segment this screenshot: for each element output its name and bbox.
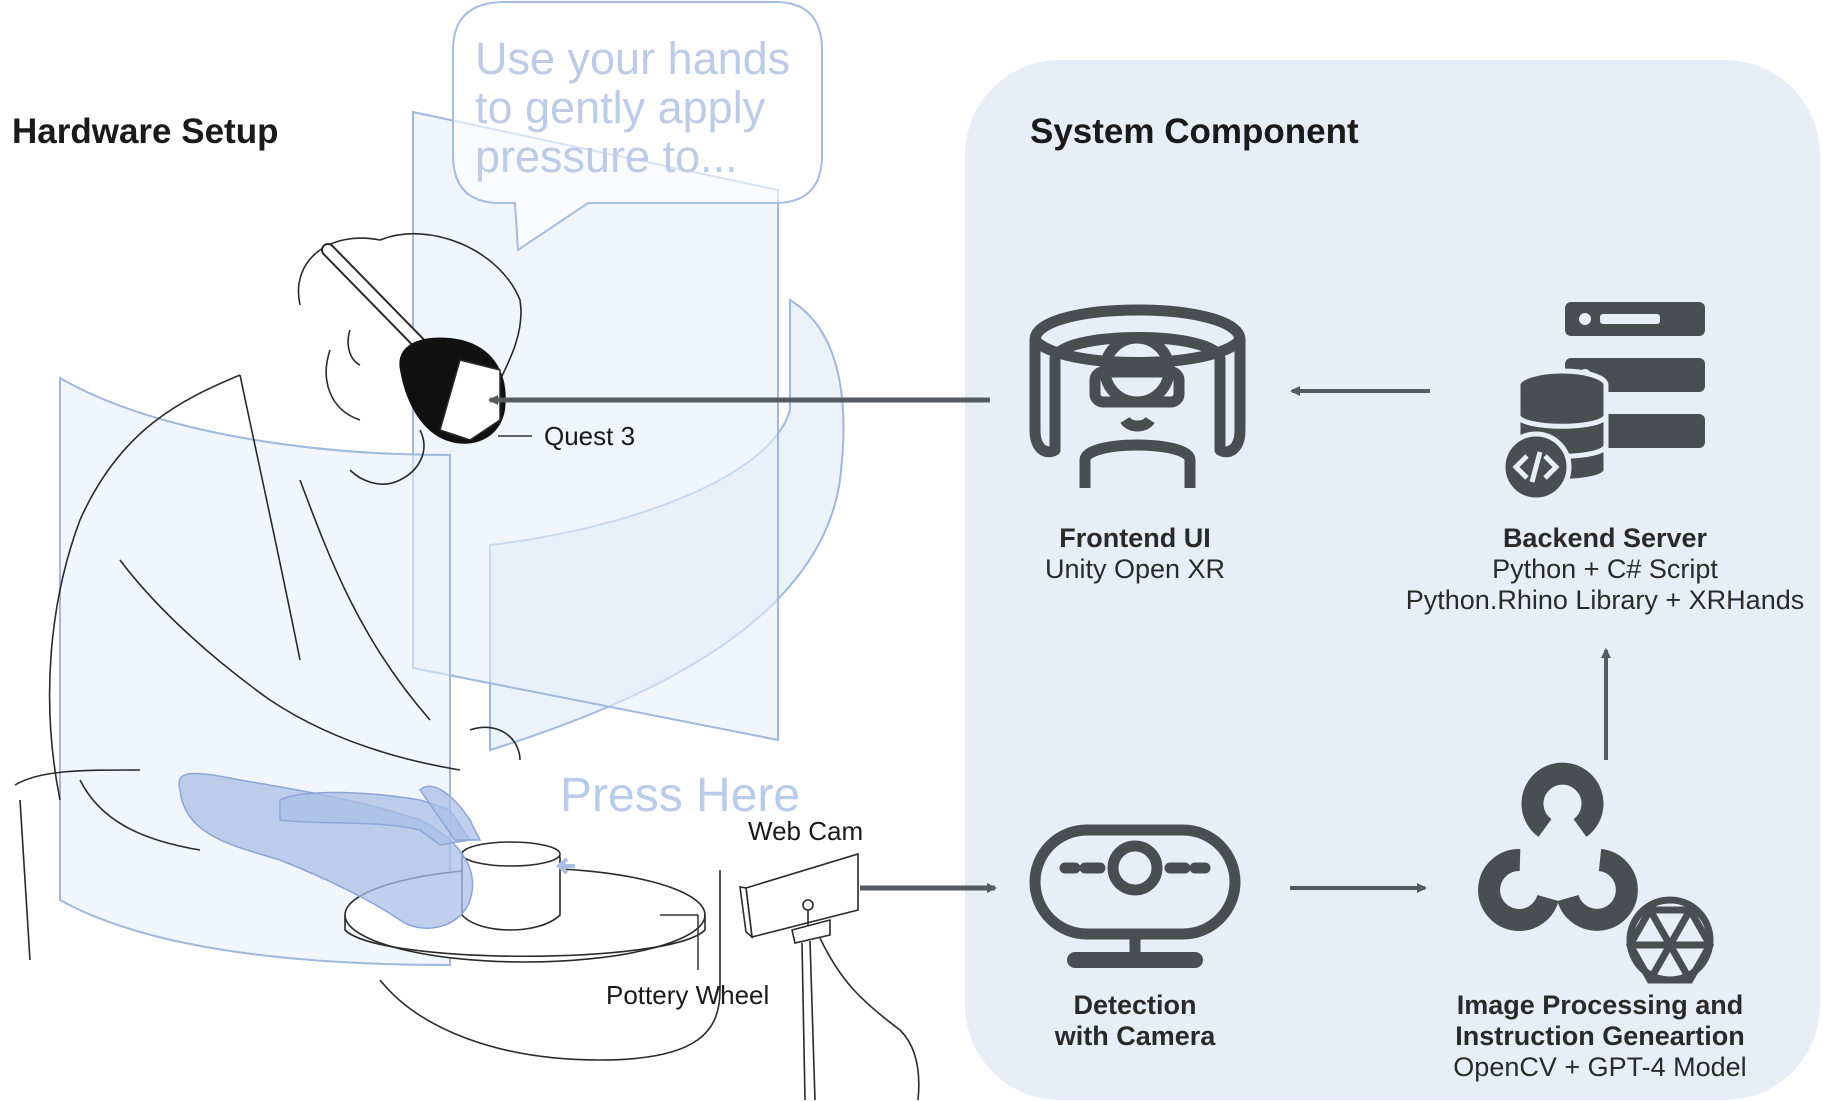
frontend-ui-subtitle: Unity Open XR [1044,554,1226,584]
backend-server-title: Backend Server [1502,523,1708,553]
press-here-arrow [555,857,575,875]
vr-user-icon [1029,304,1246,488]
processing-title-line: Image Processing and [1456,990,1744,1020]
speech-bubble-line: Use your hands [475,33,791,84]
detection-title-line: with Camera [1054,1021,1216,1051]
hardware-setup-title: Hardware Setup [12,112,279,151]
speech-bubble-text: Use your hands to gently apply pressure … [475,34,790,181]
speech-bubble-line: to gently apply [475,82,766,133]
press-here-label: Press Here [560,769,801,822]
processing-subtitle: OpenCV + GPT-4 Model [1453,1052,1747,1082]
frontend-ui-caption: Frontend UI Unity Open XR [1005,523,1265,585]
pottery-wheel-label: Pottery Wheel [606,980,770,1010]
webcam-label: Web Cam [748,816,864,846]
backend-server-caption: Backend Server Python + C# Script Python… [1400,523,1810,616]
backend-server-line: Python + C# Script [1492,554,1718,584]
processing-title-line: Instruction Genеartion [1455,1021,1745,1051]
detection-caption: Detection with Camera [1010,990,1260,1052]
speech-bubble-line: pressure to... [475,131,738,182]
server-database-icon [1500,302,1705,503]
potter-figure [14,232,721,1061]
quest-headset-icon [321,243,506,444]
system-component-title: System Component [1030,112,1359,151]
webcam-tripod-icon [739,852,920,1101]
processing-caption: Image Processing and Instruction Genеart… [1430,990,1770,1083]
detection-title-line: Detection [1073,990,1197,1020]
backend-server-line: Python.Rhino Library + XRHands [1405,585,1805,615]
xr-hands-overlay [178,772,482,929]
opencv-logo-icon [1478,762,1638,931]
frontend-ui-title: Frontend UI [1059,523,1211,553]
openai-logo-icon [1625,896,1715,984]
speech-bubble [452,1,823,252]
webcam-icon [1029,824,1241,968]
quest-3-label: Quest 3 [544,421,636,451]
